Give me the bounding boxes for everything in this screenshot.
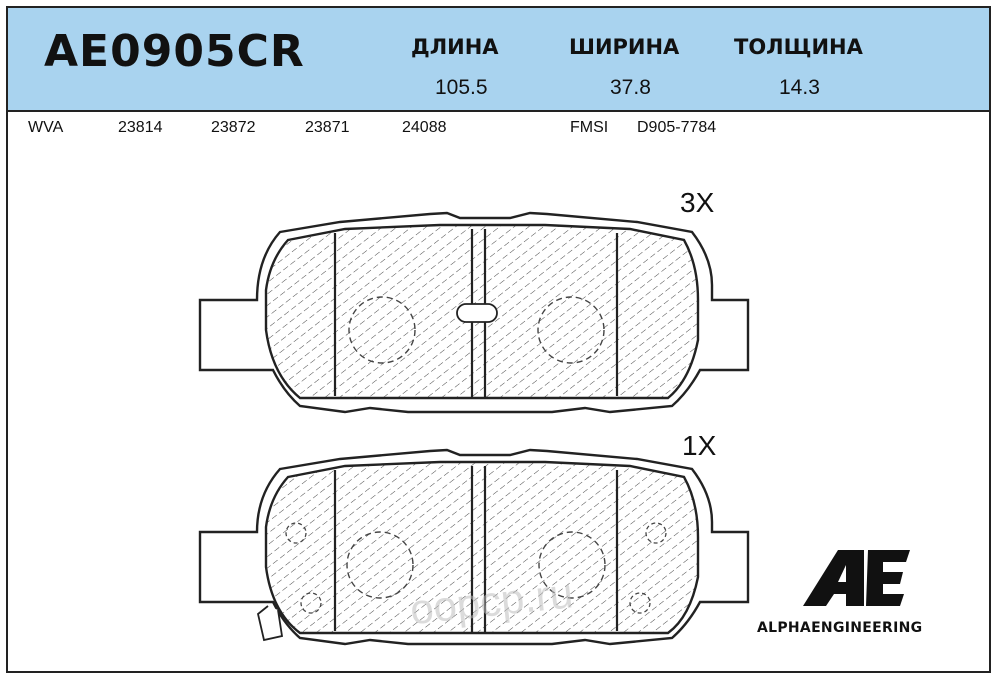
rivet-outline <box>346 531 414 599</box>
rivet-outline <box>538 531 606 599</box>
small-hole-outline <box>629 592 651 614</box>
wva-label: WVA <box>28 119 64 136</box>
rivet-outline <box>537 296 605 364</box>
ae-logo-icon <box>803 550 910 606</box>
wva-number: 23871 <box>305 119 350 136</box>
part-number: AE0905CR <box>44 26 305 77</box>
backing-plate-outline <box>198 211 750 414</box>
thickness-label: ТОЛЩИНА <box>734 35 863 59</box>
thickness-value: 14.3 <box>779 76 820 99</box>
small-hole-outline <box>645 522 667 544</box>
small-hole-outline <box>300 592 322 614</box>
small-hole-outline <box>285 522 307 544</box>
wear-indicator-clip <box>256 605 284 642</box>
wva-number: 24088 <box>402 119 447 136</box>
backing-plate-outline <box>198 448 750 646</box>
brand-name: ALPHAENGINEERING <box>757 620 923 636</box>
rivet-outline <box>348 296 416 364</box>
center-slot <box>456 303 498 323</box>
length-label: ДЛИНА <box>411 35 499 59</box>
fmsi-label: FMSI <box>570 119 609 136</box>
width-value: 37.8 <box>610 76 651 99</box>
length-value: 105.5 <box>435 76 488 99</box>
drawing-frame <box>6 6 991 673</box>
width-label: ШИРИНА <box>569 35 680 59</box>
quantity-top: 3X <box>680 187 715 218</box>
quantity-bottom: 1X <box>682 430 717 461</box>
friction-material <box>264 460 700 635</box>
wva-number: 23814 <box>118 119 163 136</box>
header-bar <box>8 8 989 112</box>
brake-pad-bottom <box>198 448 750 646</box>
wva-number: 23872 <box>211 119 256 136</box>
brake-pad-top <box>198 211 750 414</box>
fmsi-number: D905-7784 <box>637 119 717 136</box>
